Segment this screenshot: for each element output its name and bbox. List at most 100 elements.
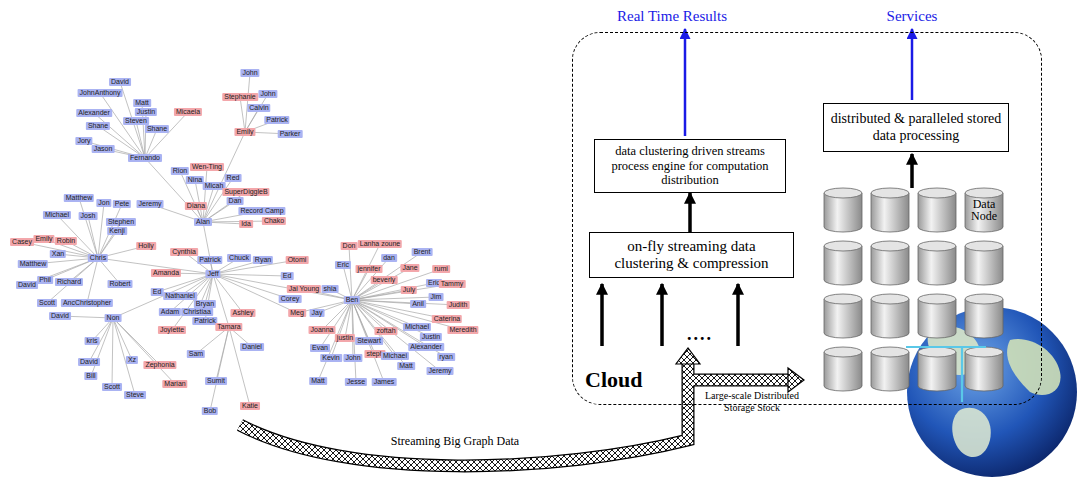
graph-edge: [349, 246, 352, 300]
graph-vertex-label: Jon: [96, 199, 111, 207]
output-arrow: [684, 29, 687, 136]
graph-vertex-label: Rion: [171, 167, 189, 175]
graph-edge: [87, 258, 98, 303]
graph-vertex-label: shia: [322, 285, 339, 293]
process-box: on-fly streaming data clustering & compr…: [589, 232, 794, 278]
graph-vertex-label: Judith: [447, 301, 470, 309]
graph-edge: [352, 300, 446, 357]
graph-vertex-label: Stewart: [355, 337, 383, 345]
graph-vertex-label: Christiaa: [181, 308, 213, 316]
graph-vertex-label: Jeff: [205, 270, 220, 278]
graph-vertex-label: Ryan: [253, 256, 273, 264]
highlight-lines: [906, 347, 986, 402]
graph-edge: [79, 198, 98, 258]
output-arrow: [911, 29, 914, 100]
graph-vertex-label: Amanda: [151, 269, 181, 277]
graph-vertex-label: John: [258, 90, 277, 98]
graph-vertex-label: Patrick: [197, 256, 222, 264]
graph-edge: [213, 274, 287, 276]
graph-vertex-label: Phil: [37, 276, 53, 284]
graph-vertex-label: Matt: [133, 99, 151, 107]
graph-vertex-label: Meredith: [447, 326, 478, 334]
graph-edge: [112, 318, 113, 387]
graph-vertex-label: Katie: [240, 402, 260, 410]
region-title: Cloud: [585, 367, 642, 393]
graph-vertex-label: John: [240, 69, 259, 77]
graph-vertex-label: Chuck: [227, 254, 251, 262]
graph-vertex-label: Corey: [279, 295, 302, 303]
graph-vertex-label: Calvin: [247, 104, 270, 112]
graph-vertex-label: Jory: [75, 137, 92, 145]
graph-edge: [352, 300, 384, 382]
graph-vertex-label: Emily: [33, 235, 54, 243]
graph-vertex-label: Chris: [88, 254, 108, 262]
graph-vertex-label: Stephanie: [222, 93, 258, 101]
graph-vertex-label: Caterina: [432, 315, 462, 323]
graph-vertex-label: Otomi: [286, 256, 309, 264]
graph-edge: [145, 112, 188, 158]
graph-vertex-label: Sam: [187, 350, 205, 358]
graph-vertex-label: Don: [341, 242, 358, 250]
graph-vertex-label: Lanha zoune: [358, 240, 402, 248]
graph-vertex-label: Non: [105, 314, 122, 322]
graph-vertex-label: Bill: [84, 372, 97, 380]
graph-vertex-label: Jason: [92, 145, 115, 153]
graph-vertex-label: AncChristopher: [61, 299, 113, 307]
output-label: Services: [887, 8, 938, 25]
graph-vertex-label: Josh: [79, 212, 98, 220]
graph-edge: [91, 318, 113, 376]
graph-vertex-label: dan: [381, 254, 397, 262]
graph-vertex-label: Shane: [86, 122, 110, 130]
graph-vertex-label: Evan: [310, 344, 330, 352]
graph-vertex-label: Marian: [162, 380, 187, 388]
graph-vertex-label: Kenji: [107, 227, 127, 235]
graph-vertex-label: Red: [225, 174, 242, 182]
graph-vertex-label: Scott: [102, 383, 122, 391]
graph-vertex-label: David: [16, 281, 38, 289]
graph-vertex-label: Michaei: [381, 352, 409, 360]
graph-edge: [203, 167, 207, 222]
graph-vertex-label: David: [109, 78, 131, 86]
graph-edge: [88, 216, 98, 258]
graph-vertex-label: Fernando: [128, 154, 162, 162]
graph-vertex-label: Matt: [397, 362, 415, 370]
graph-vertex-label: Robin: [55, 237, 77, 245]
graph-vertex-label: James: [372, 378, 397, 386]
graph-vertex-label: Holly: [136, 242, 156, 250]
box-text: data clustering driven streams process e…: [601, 144, 779, 187]
graph-vertex-label: Michael: [403, 323, 431, 331]
graph-vertex-label: Nina: [186, 176, 204, 184]
graph-vertex-label: kris: [85, 337, 100, 345]
graph-vertex-label: Jai Young: [287, 285, 321, 293]
graph-vertex-label: David: [78, 358, 100, 366]
graph-vertex-label: Record Camp: [238, 207, 285, 215]
graph-vertex-label: Wen-Ting: [190, 163, 224, 171]
graph-vertex-label: Jeremy: [137, 200, 164, 208]
graph-vertex-label: Adam: [159, 308, 181, 316]
stream-arrow: [600, 284, 604, 346]
graph-vertex-label: jennifer: [356, 265, 383, 273]
graph-vertex-label: Jane: [400, 264, 419, 272]
graph-vertex-label: Micaela: [174, 108, 202, 116]
graph-vertex-label: Ashley: [230, 309, 255, 317]
graph-vertex-label: Ed: [281, 272, 294, 280]
graph-vertex-label: Ida: [239, 220, 253, 228]
graph-vertex-label: Steven: [123, 117, 149, 125]
graph-vertex-label: Joylette: [158, 326, 186, 334]
graph-vertex-label: zoftah: [374, 327, 397, 335]
graph-vertex-label: Matthew: [18, 260, 48, 268]
graph-vertex-label: Joanna: [309, 326, 336, 334]
graph-edge: [213, 274, 243, 313]
graph-vertex-label: Jay: [310, 309, 325, 317]
graph-vertex-label: Matthew: [64, 194, 94, 202]
graph-edge: [203, 222, 213, 274]
graph-vertex-label: Pete: [113, 200, 131, 208]
graph-vertex-label: Xan: [50, 250, 66, 258]
graph-vertex-label: Jeremy: [427, 367, 454, 375]
graph-vertex-label: Casey: [10, 238, 34, 246]
